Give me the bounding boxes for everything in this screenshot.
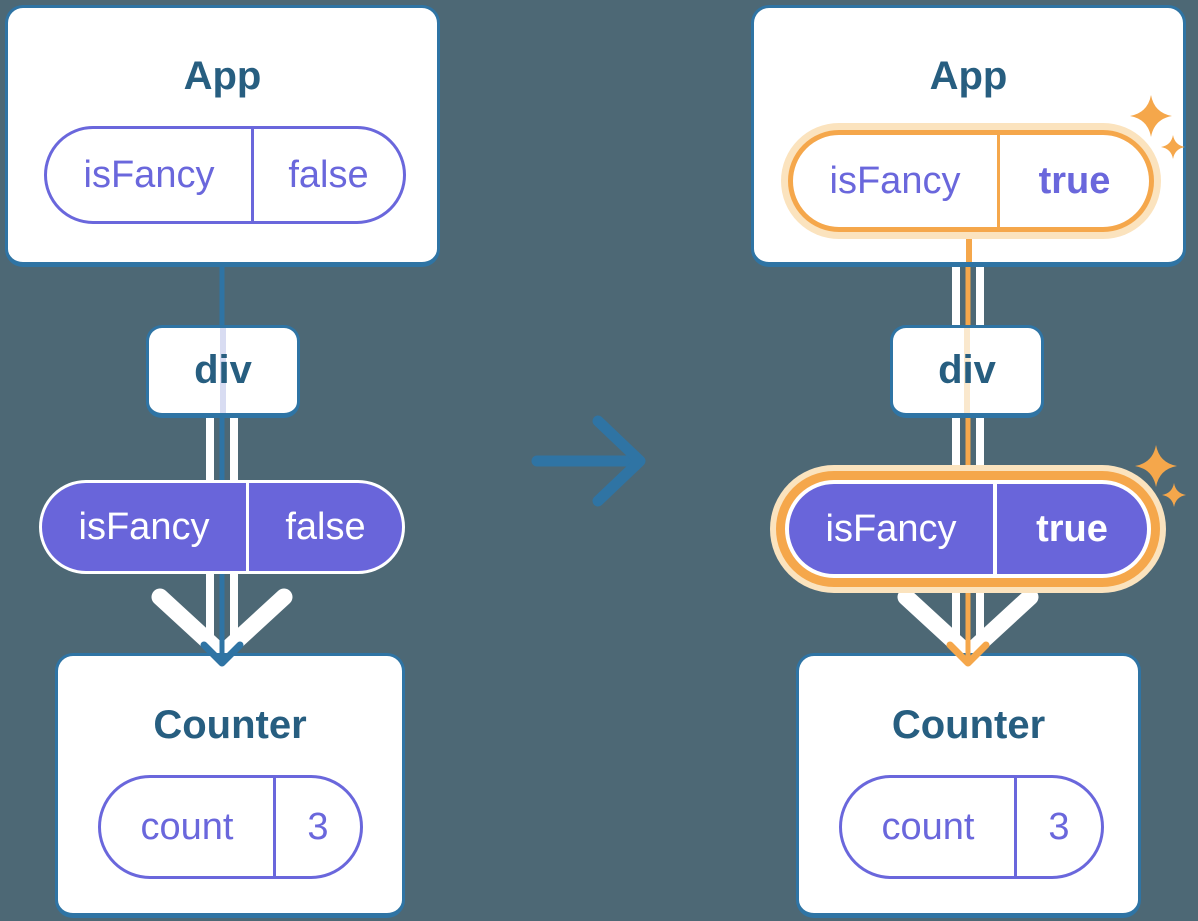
passed-prop-pill-after: isFancy true <box>785 480 1151 578</box>
prop-name: isFancy <box>825 507 957 550</box>
counter-card-before: Counter count 3 <box>55 653 405 918</box>
component-title: App <box>183 54 262 98</box>
passed-prop-pill-before: isFancy false <box>39 480 405 574</box>
state-value: 3 <box>273 778 360 876</box>
component-title: App <box>929 54 1008 98</box>
state-name: count <box>881 805 975 848</box>
transition-arrow-icon <box>531 415 646 507</box>
div-card-before: div <box>146 325 300 418</box>
component-title: div <box>194 348 252 392</box>
prop-value: true <box>993 484 1147 574</box>
props-pipe-arrowhead <box>897 588 1039 663</box>
faded-prop-line <box>220 328 226 413</box>
faded-prop-line <box>964 328 970 413</box>
state-name: count <box>140 805 234 848</box>
state-pill-count-before: count 3 <box>98 775 363 879</box>
prop-name: isFancy <box>829 159 961 202</box>
state-pill-isfancy-after: isFancy true <box>788 130 1154 232</box>
app-card-before: App isFancy false <box>5 5 440 267</box>
counter-card-after: Counter count 3 <box>796 653 1141 918</box>
state-value: 3 <box>1014 778 1101 876</box>
component-title: div <box>938 348 996 392</box>
prop-value: true <box>997 135 1149 227</box>
props-pipe-arrowhead <box>151 588 293 663</box>
state-pill-count-after: count 3 <box>839 775 1104 879</box>
div-card-after: div <box>890 325 1044 418</box>
prop-value-line-orange <box>965 208 972 262</box>
state-pill-isfancy-before: isFancy false <box>44 126 406 224</box>
prop-value: false <box>246 483 402 571</box>
app-card-after: App isFancy true <box>751 5 1186 267</box>
prop-value: false <box>251 129 403 221</box>
prop-name: isFancy <box>83 153 215 196</box>
component-title: Counter <box>153 703 307 747</box>
prop-name: isFancy <box>78 505 210 548</box>
component-title: Counter <box>891 703 1046 747</box>
